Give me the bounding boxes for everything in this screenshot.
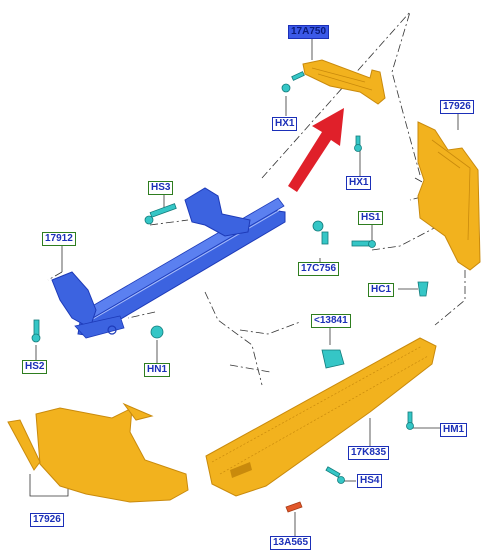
label-hs4[interactable]: HS4: [357, 474, 383, 488]
label-17a750[interactable]: 17A750: [288, 25, 330, 39]
label-hx1-upper[interactable]: HX1: [272, 117, 298, 131]
right-corner-bracket-part: [417, 121, 481, 271]
label-hc1[interactable]: HC1: [368, 283, 395, 297]
reinforcement-beam-part: [51, 187, 286, 339]
label-hx1-lower[interactable]: HX1: [346, 176, 372, 190]
fasteners: [31, 71, 429, 484]
label-hm1[interactable]: HM1: [440, 423, 468, 437]
label-17926-right[interactable]: 17926: [440, 100, 474, 114]
bolt-icon: [144, 203, 177, 225]
upper-bracket-part: [302, 59, 386, 105]
clip-icon: [321, 349, 345, 369]
leader-lines: [47, 11, 466, 386]
bolt-icon: [354, 135, 362, 152]
label-leaders: [29, 38, 459, 536]
left-corner-cover-part: [7, 402, 189, 503]
label-hs2[interactable]: HS2: [22, 360, 48, 374]
label-13841[interactable]: <13841: [311, 314, 351, 328]
bolt-icon: [31, 319, 41, 343]
clip-icon: [150, 325, 164, 339]
bolt-icon: [325, 466, 345, 484]
label-13a565[interactable]: 13A565: [270, 536, 312, 550]
label-hs1[interactable]: HS1: [358, 211, 384, 225]
clip-icon: [417, 281, 429, 297]
pointer-arrow-icon: [288, 108, 344, 192]
clip-icon: [312, 220, 329, 245]
label-hs3[interactable]: HS3: [148, 181, 174, 195]
bolt-icon: [351, 240, 376, 248]
bumper-cover-part: [205, 337, 437, 497]
bolt-icon: [281, 71, 305, 93]
reflector-part: [285, 501, 303, 513]
label-hn1[interactable]: HN1: [144, 363, 171, 377]
label-17912[interactable]: 17912: [42, 232, 76, 246]
label-17k835[interactable]: 17K835: [348, 446, 390, 460]
label-17c756[interactable]: 17C756: [298, 262, 340, 276]
label-17926-left[interactable]: 17926: [30, 513, 64, 527]
bolt-icon: [406, 411, 414, 430]
